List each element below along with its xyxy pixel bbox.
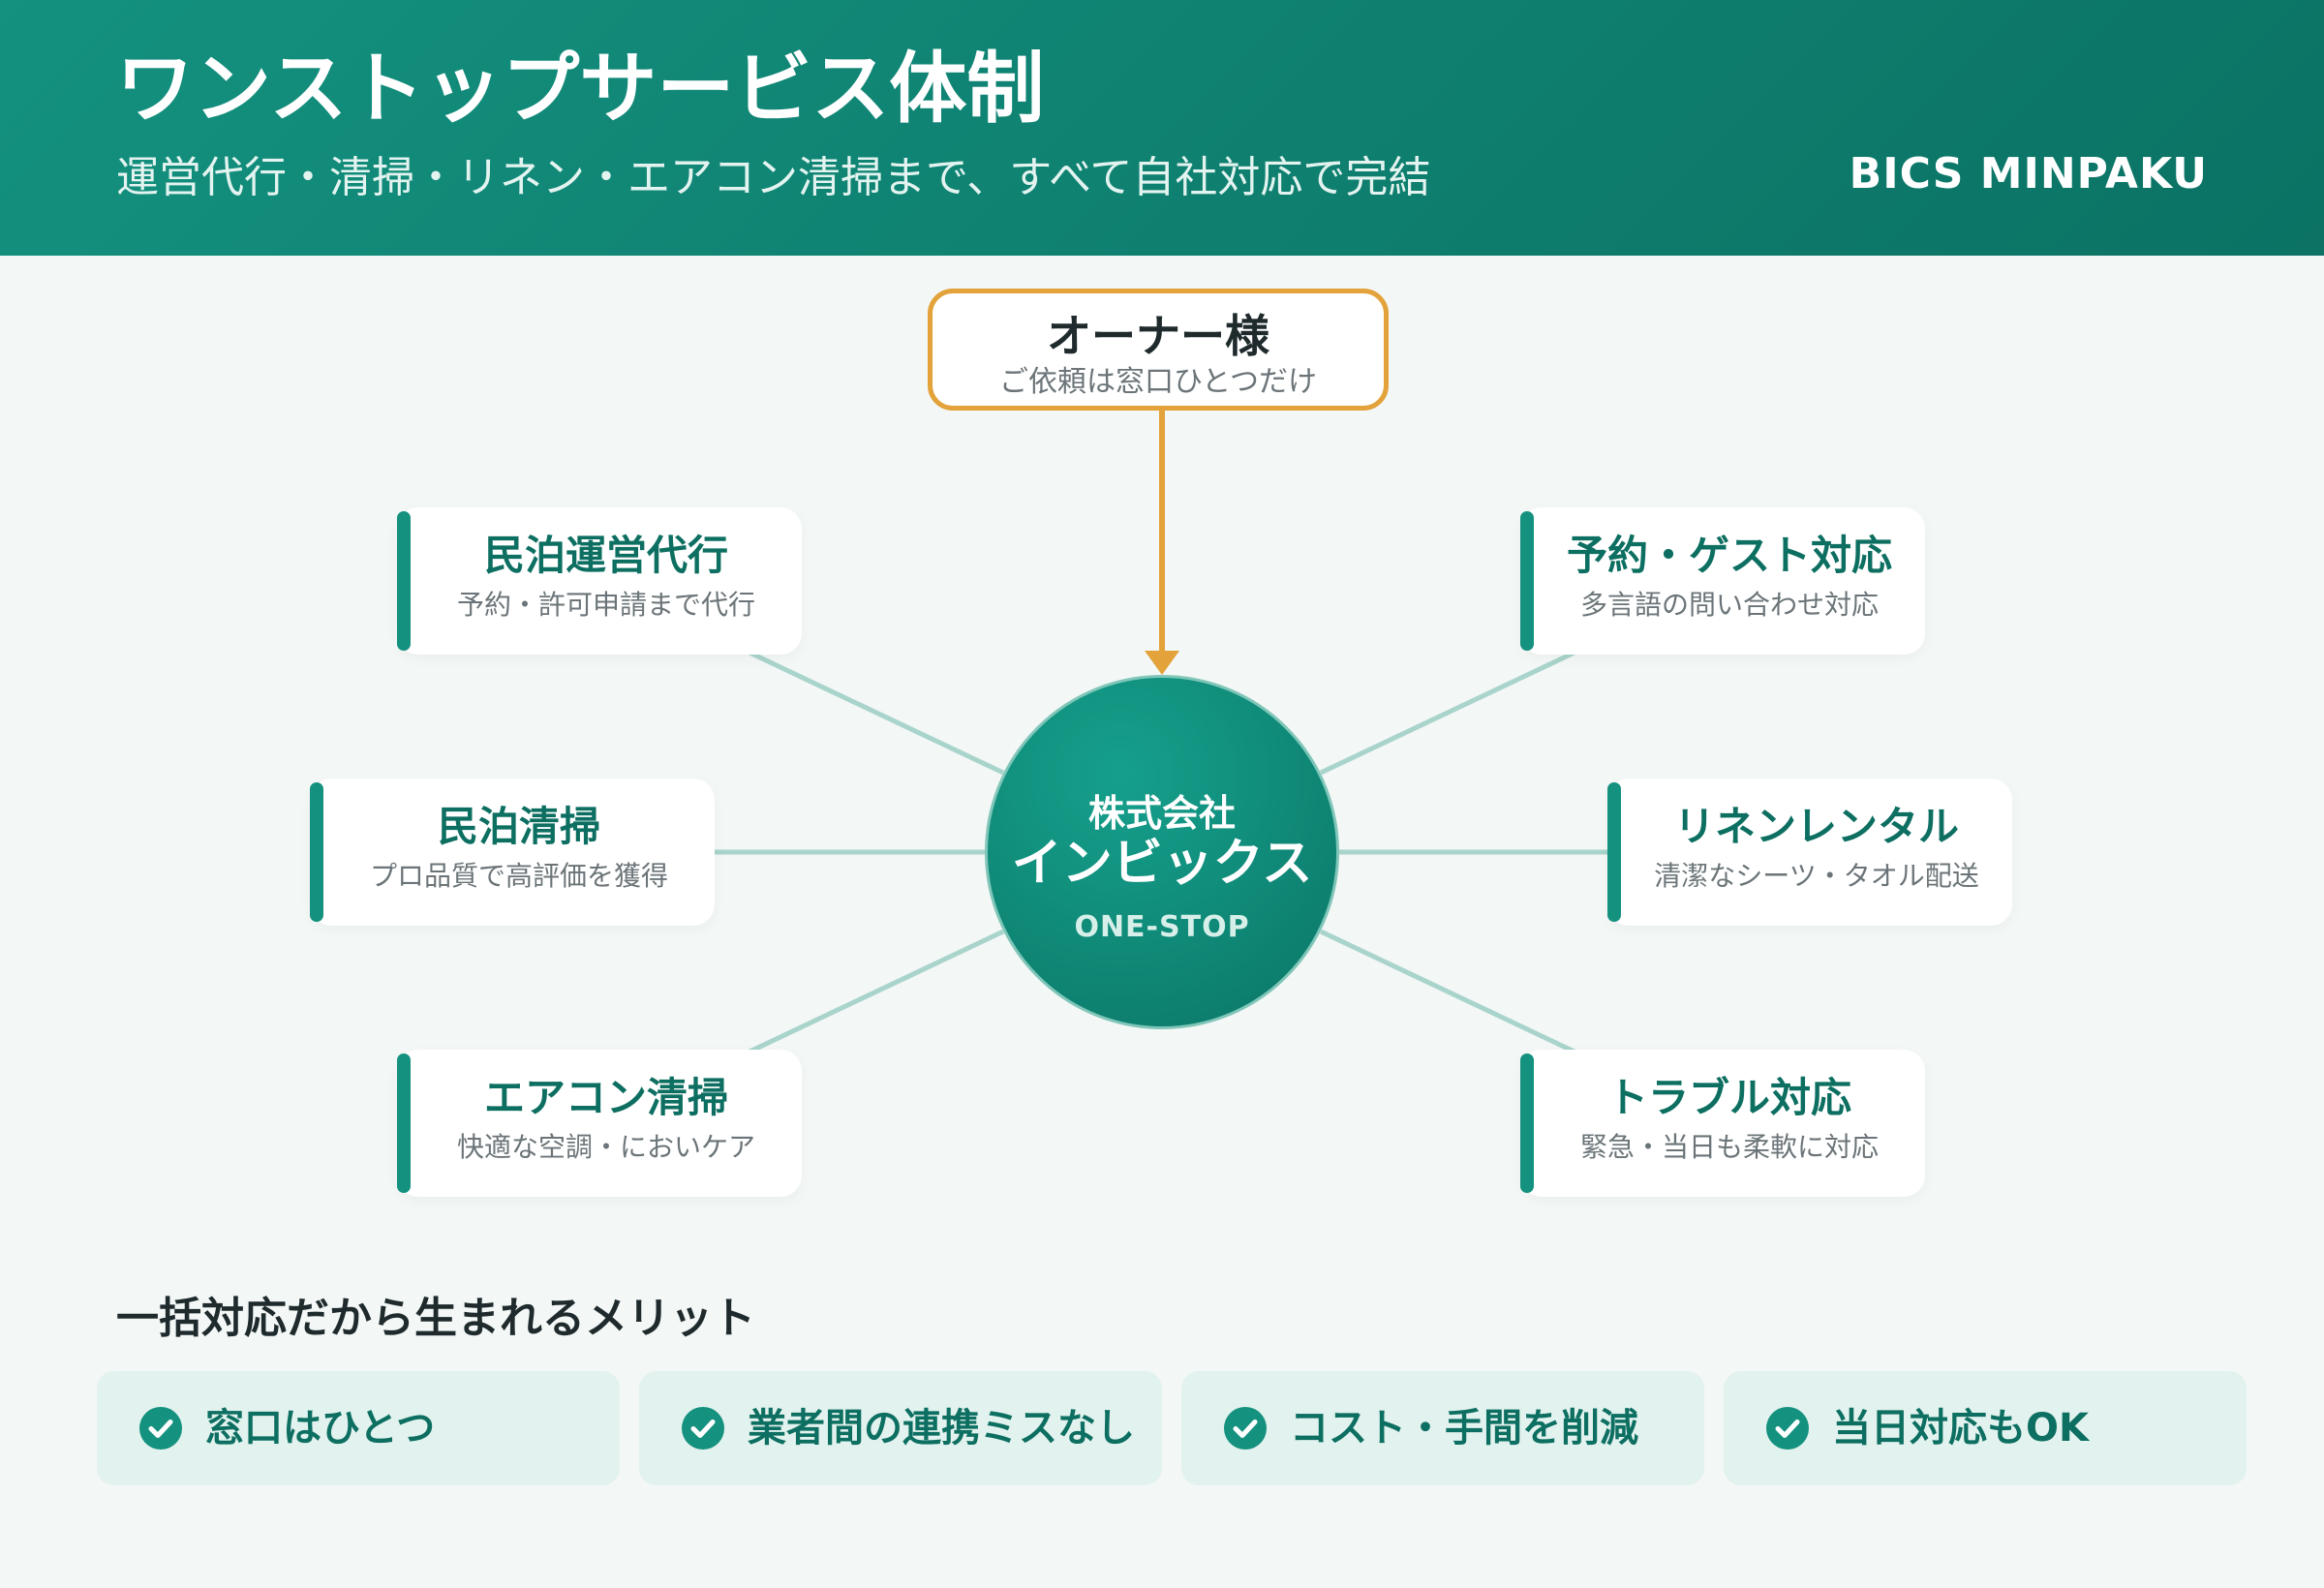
merits-heading: 一括対応だから生まれるメリット [116,1294,755,1343]
merit-label: 業者間の連携ミスなし [748,1406,1135,1451]
check-circle-icon [1766,1407,1809,1450]
service-card-accent [1520,1054,1534,1193]
service-title: トラブル対応 [1606,1074,1851,1121]
merit-label: コスト・手間を削減 [1290,1406,1638,1451]
service-title: 予約・ゲスト対応 [1566,532,1892,579]
service-card-accent [397,1054,411,1193]
owner-box: オーナー様 ご依頼は窓口ひとつだけ [928,289,1389,411]
page-title: ワンストップサービス体制 [116,44,1045,134]
owner-title: オーナー様 [1047,310,1269,362]
connector-service-6 [1319,929,1580,1056]
hub-company-name: インビックス [1011,835,1313,893]
service-card-trouble: トラブル対応 緊急・当日も柔軟に対応 [1520,1050,1925,1197]
merit-card: コスト・手間を削減 [1181,1371,1704,1485]
check-circle-icon [139,1407,182,1450]
service-card-operation: 民泊運営代行 予約・許可申請まで代行 [397,507,802,655]
service-title: 民泊清掃 [437,803,600,850]
owner-subtitle: ご依頼は窓口ひとつだけ [999,365,1317,399]
service-card-accent [310,782,323,922]
connector-service-1 [744,648,1005,776]
service-subtitle: 緊急・当日も柔軟に対応 [1579,1131,1879,1163]
service-card-accent [1520,511,1534,651]
brand-name: BICS MINPAKU [1849,149,2208,198]
header-banner: ワンストップサービス体制 運営代行・清掃・リネン・エアコン清掃まで、すべて自社対… [0,0,2324,256]
owner-arrow-head [1145,651,1179,675]
service-title: 民泊運営代行 [483,532,728,579]
hub-circle: 株式会社 インビックス ONE-STOP [985,675,1339,1029]
service-card-accent [397,511,411,651]
check-circle-icon [1224,1407,1267,1450]
service-title: エアコン清掃 [483,1074,728,1121]
merit-label: 当日対応もOK [1832,1406,2089,1451]
merit-card: 業者間の連携ミスなし [639,1371,1162,1485]
check-circle-icon [682,1407,724,1450]
service-subtitle: 多言語の問い合わせ対応 [1579,589,1879,621]
service-subtitle: 快適な空調・においケア [456,1131,755,1163]
service-card-linen: リネンレンタル 清潔なシーツ・タオル配送 [1607,779,2012,926]
service-subtitle: プロ品質で高評価を獲得 [369,860,668,892]
connector-service-4 [1319,648,1580,776]
service-card-guest: 予約・ゲスト対応 多言語の問い合わせ対応 [1520,507,1925,655]
connector-service-3 [744,929,1005,1056]
service-subtitle: 清潔なシーツ・タオル配送 [1654,860,1979,892]
service-subtitle: 予約・許可申請まで代行 [456,589,755,621]
merit-card: 窓口はひとつ [97,1371,620,1485]
merit-card: 当日対応もOK [1724,1371,2247,1485]
service-card-accent [1607,782,1621,922]
hub-company-prefix: 株式会社 [1087,792,1236,835]
service-card-cleaning: 民泊清掃 プロ品質で高評価を獲得 [310,779,715,926]
merit-label: 窓口はひとつ [205,1406,436,1451]
service-card-aircon: エアコン清掃 快適な空調・においケア [397,1050,802,1197]
hub-tagline: ONE-STOP [1074,910,1250,944]
service-title: リネンレンタル [1673,803,1959,850]
page-subtitle: 運営代行・清掃・リネン・エアコン清掃まで、すべて自社対応で完結 [116,153,1431,202]
